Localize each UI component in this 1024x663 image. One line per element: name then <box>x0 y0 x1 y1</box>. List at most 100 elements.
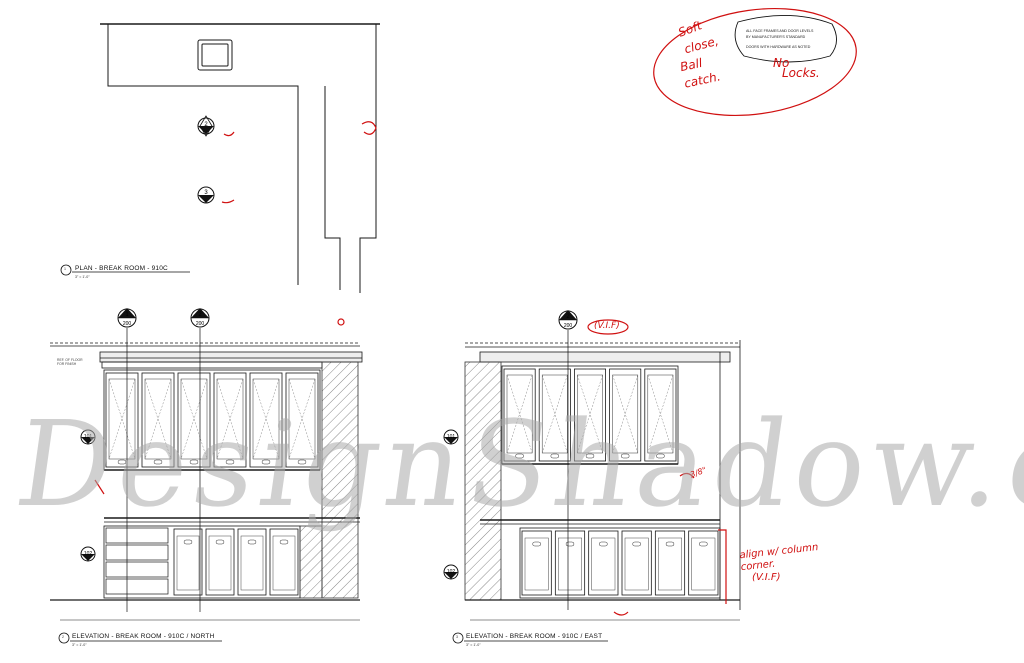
north-marker-1[interactable] <box>117 308 137 612</box>
east-hatched-column <box>464 361 502 601</box>
redline-vif-side: (V.I.F) <box>752 572 781 583</box>
north-upper-glass <box>144 378 172 460</box>
north-base-label <box>247 539 257 545</box>
east-base-door <box>621 530 652 596</box>
east-base-label <box>699 541 708 547</box>
east-base-door <box>554 530 586 596</box>
east-base-panel <box>558 537 582 591</box>
north-base-door <box>173 528 203 596</box>
north-upper-door <box>213 372 247 468</box>
east-base-doors <box>521 530 719 596</box>
redline-bubble <box>653 7 857 117</box>
east-upper-door <box>503 368 536 462</box>
north-hatched-column <box>321 361 359 599</box>
north-base-label <box>215 539 225 545</box>
east-base-panel <box>524 537 549 591</box>
north-upper-door <box>285 372 319 468</box>
north-upper-door <box>141 372 175 468</box>
east-base-label <box>599 541 608 547</box>
east-base-label <box>665 541 675 547</box>
north-drawer <box>105 561 169 578</box>
north-base-panel <box>208 535 232 591</box>
north-upper-label <box>297 459 307 465</box>
east-upper-glass <box>577 374 603 454</box>
plan-section-marker-3[interactable] <box>197 186 215 204</box>
north-upper-label <box>117 459 127 465</box>
east-base-label <box>565 541 575 547</box>
north-base-panel <box>176 535 200 591</box>
east-marker-2[interactable] <box>558 310 578 610</box>
east-base-panel <box>691 537 716 591</box>
north-upper-label <box>153 459 163 465</box>
north-upper-glass <box>108 378 136 460</box>
north-base-label <box>183 539 193 545</box>
redline-no: No <box>773 56 790 70</box>
redline-locks: Locks. <box>782 66 820 80</box>
east-base-door <box>654 530 686 596</box>
north-title-number: 2 <box>62 635 64 639</box>
north-drawer <box>105 544 169 561</box>
plan-section-marker-2[interactable] <box>197 115 215 137</box>
north-level-101-text: 101 <box>84 434 93 440</box>
east-level-tag-101[interactable] <box>443 429 459 445</box>
north-base-door <box>237 528 267 596</box>
east-upper-glass <box>506 374 533 454</box>
north-ceiling-band <box>101 361 323 369</box>
north-base-panel <box>272 535 296 591</box>
east-marker-2-number: 2 <box>566 314 570 320</box>
east-upper-label <box>656 453 665 459</box>
north-scale: 3" = 1'-0" <box>72 643 87 647</box>
notes-line-1: ALL FACE FRAMES AND DOOR LEVELS <box>746 29 814 33</box>
plan-marker-3-number: 3 <box>204 190 208 196</box>
notes-line-2: BY MANUFACTURER'S STANDARD <box>746 35 806 39</box>
north-marker-2[interactable] <box>190 308 210 612</box>
east-base-door <box>521 530 552 596</box>
east-elevation <box>464 340 741 621</box>
north-marker-1-number: 1 <box>125 312 129 318</box>
east-base-panel <box>591 537 616 591</box>
north-base-label <box>279 539 289 545</box>
east-title: ELEVATION - BREAK ROOM - 910C / EAST <box>466 633 603 640</box>
plan-title-number: 1 <box>64 267 66 271</box>
east-upper-door <box>574 368 607 462</box>
east-level-tag-102[interactable] <box>443 564 459 580</box>
east-upper-door <box>644 368 677 462</box>
north-level-tag-102[interactable] <box>80 546 96 562</box>
east-upper-door <box>609 368 642 462</box>
east-base-cabinets <box>519 527 721 599</box>
north-upper-label <box>225 459 235 465</box>
north-upper-glass <box>180 378 208 460</box>
north-upper-door <box>249 372 283 468</box>
plan-counter-line <box>107 24 299 285</box>
north-level-tag-101[interactable] <box>80 429 96 445</box>
north-upper-door <box>105 372 139 468</box>
east-base-door <box>688 530 719 596</box>
north-marker-1-sheet: 200 <box>123 321 132 327</box>
east-upper-glass <box>612 374 639 454</box>
plan-sink <box>197 39 233 71</box>
east-upper-glass <box>647 374 674 454</box>
north-base-doors <box>105 527 299 596</box>
east-title-number: 3 <box>456 635 458 639</box>
east-base-panel <box>658 537 682 591</box>
plan-title: PLAN - BREAK ROOM - 910C <box>75 265 168 272</box>
north-upper-label <box>261 459 271 465</box>
east-upper-door <box>538 368 571 462</box>
north-marker-2-sheet: 200 <box>196 321 205 327</box>
plan-marker-2-number: 2 <box>204 122 208 128</box>
plan-outer-wall <box>104 23 377 293</box>
east-level-101-text: 101 <box>447 434 456 440</box>
north-drawer <box>105 578 169 595</box>
east-upper-glass <box>541 374 568 454</box>
east-level-102-text: 102 <box>447 569 456 575</box>
north-level-102-text: 102 <box>84 551 93 557</box>
north-upper-label <box>189 459 199 465</box>
notes-line-3: DOORS WITH HARDWARE AS NOTED <box>746 45 811 49</box>
east-title-block <box>452 632 608 644</box>
plan-title-block <box>60 264 190 276</box>
watermark: DesignShadow.org <box>8 395 1024 533</box>
north-drawer <box>105 527 169 544</box>
north-elevation <box>50 342 363 621</box>
north-upper-door <box>177 372 211 468</box>
